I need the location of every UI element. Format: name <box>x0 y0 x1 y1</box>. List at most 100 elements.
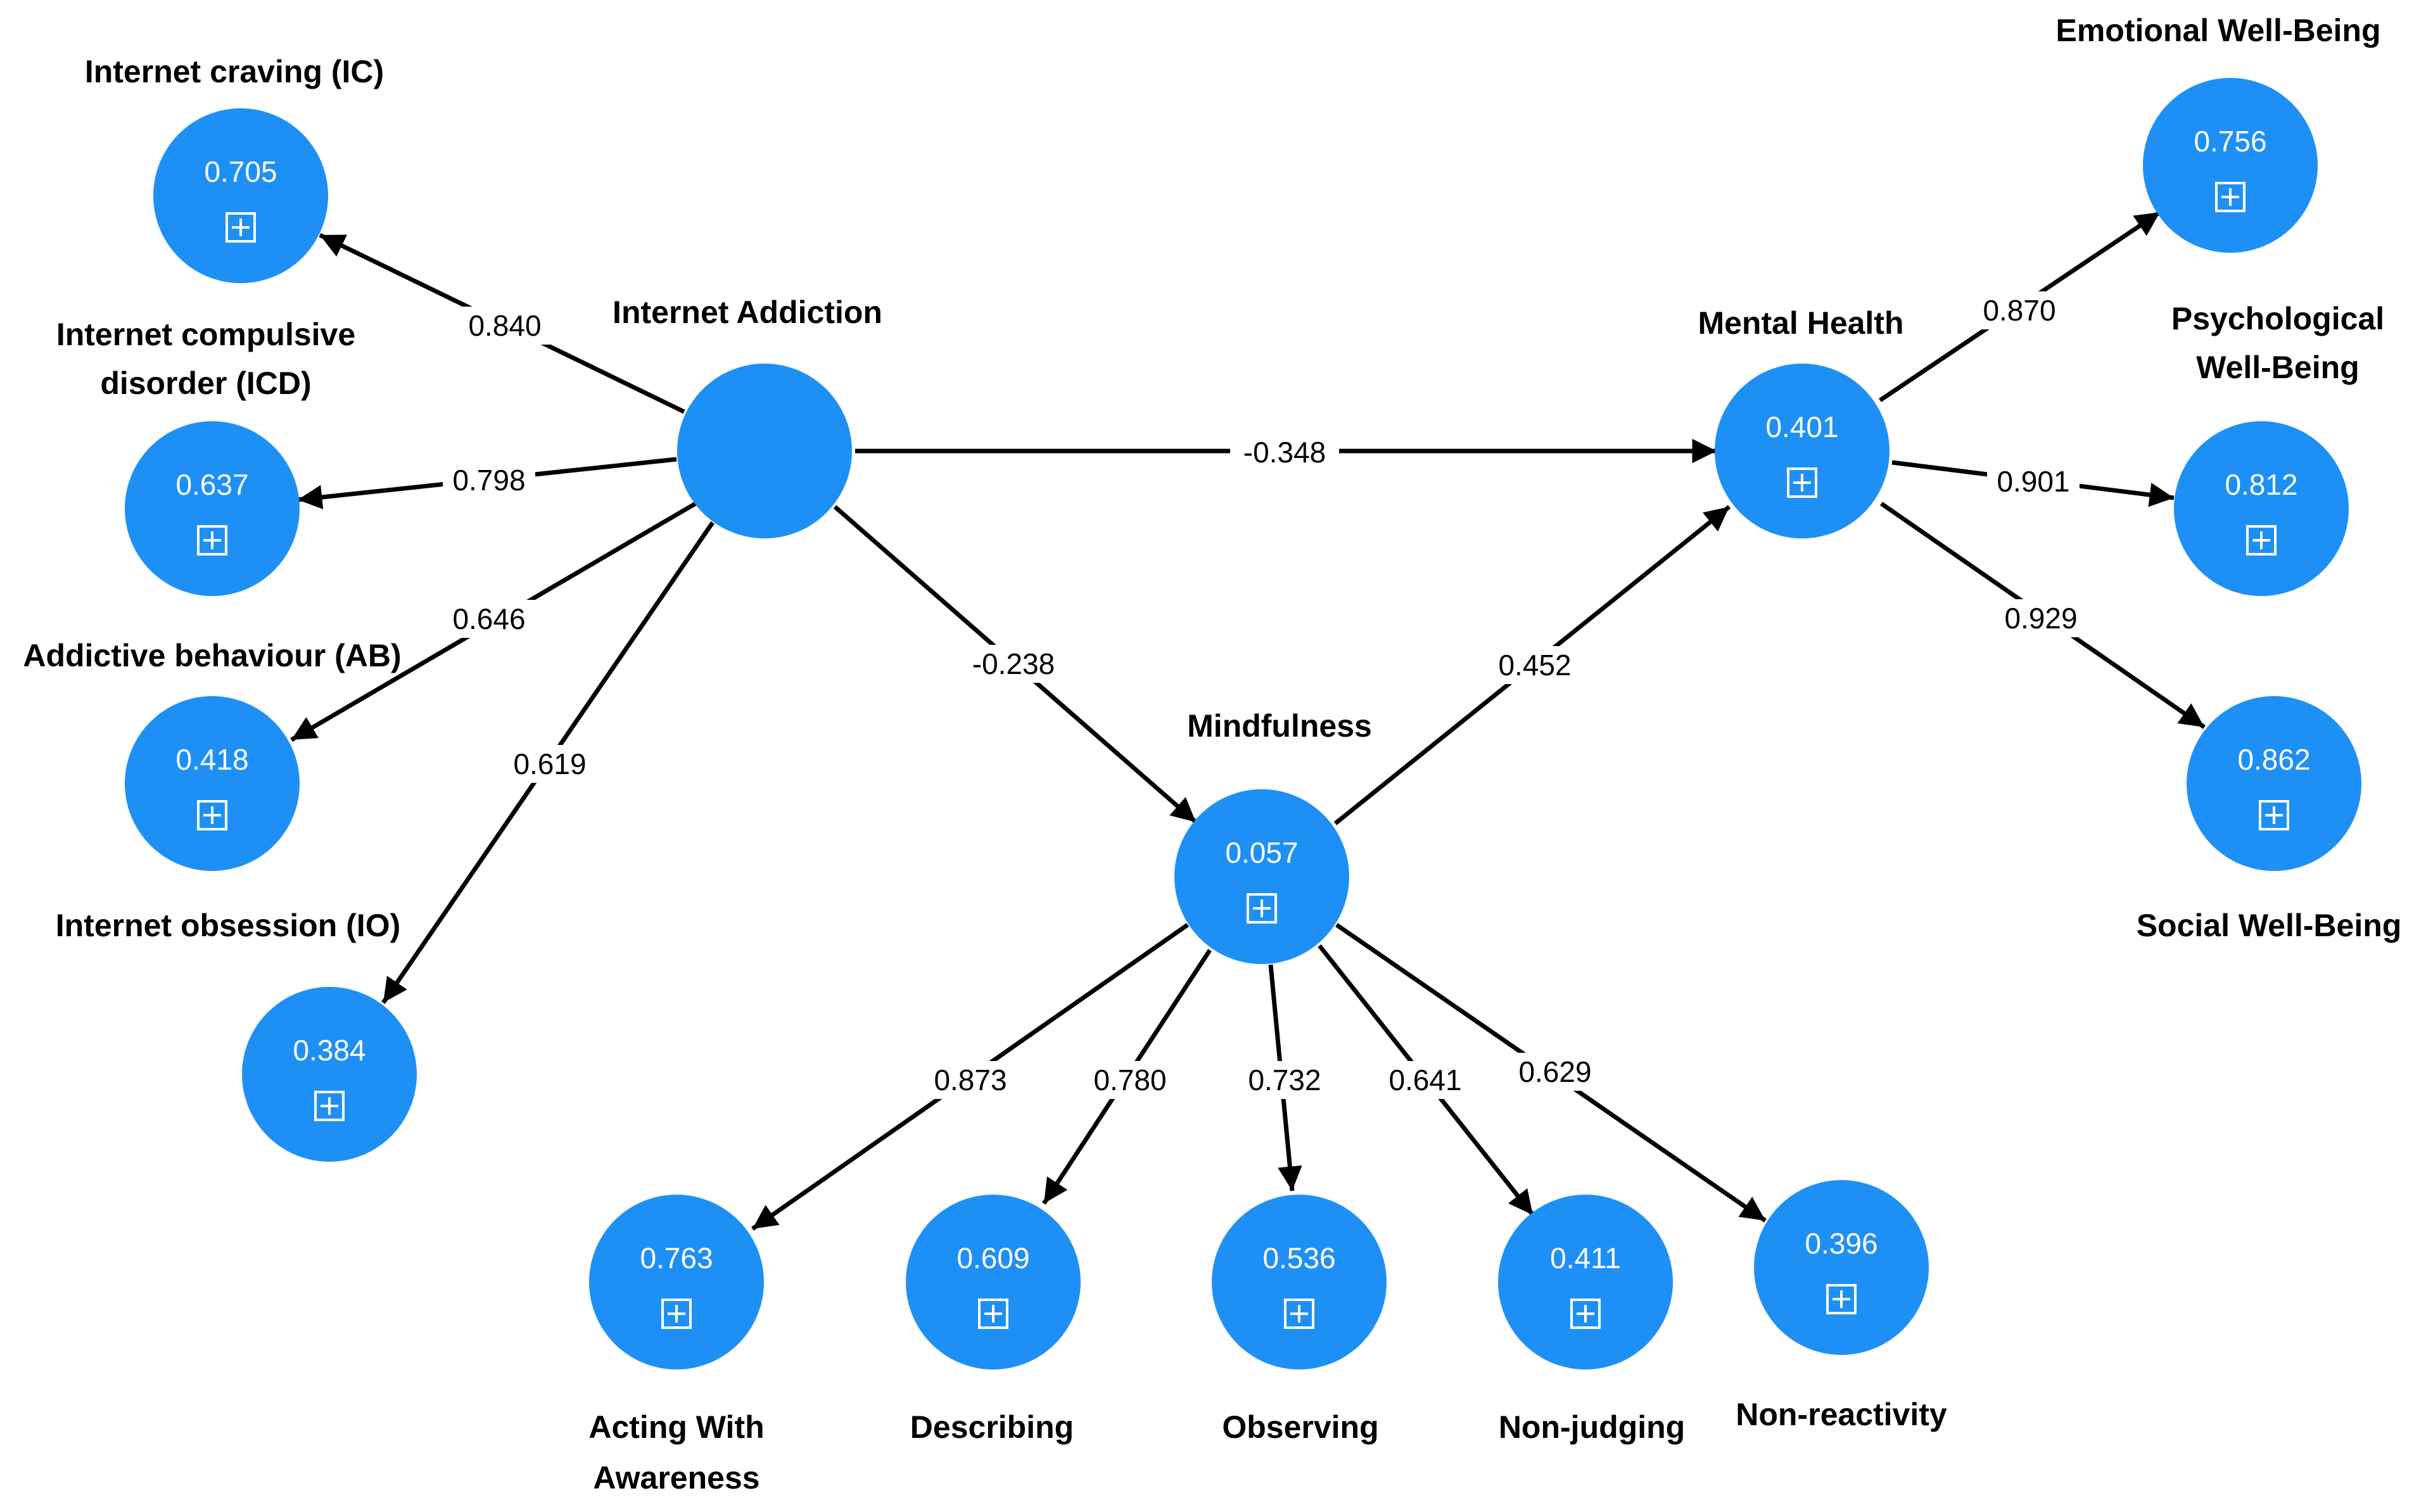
edge-ia-icd: 0.798 <box>297 457 677 510</box>
expand-icon[interactable] <box>197 800 227 830</box>
expand-icon[interactable] <box>1247 893 1277 924</box>
node-circle[interactable] <box>677 364 852 538</box>
edge-label-background <box>1973 291 2066 329</box>
node-circle[interactable] <box>153 108 328 283</box>
node-circle[interactable] <box>2143 78 2318 253</box>
expand-icon[interactable] <box>2246 525 2277 556</box>
node-value: 0.756 <box>2194 125 2266 158</box>
node-title: Non-judging <box>1499 1409 1685 1445</box>
node-circle[interactable] <box>125 696 300 871</box>
node-ewb[interactable]: 0.756 Emotional Well-Being <box>2056 13 2381 253</box>
node-title: Observing <box>1222 1409 1378 1445</box>
edge-label-background <box>1489 646 1581 684</box>
node-circle[interactable] <box>125 421 300 596</box>
node-title: Internet compulsive <box>56 317 355 352</box>
node-title: Internet craving (IC) <box>85 54 384 89</box>
edge-weight-label: 0.641 <box>1388 1064 1461 1096</box>
edge-mh-ewb: 0.870 <box>1879 210 2161 402</box>
expand-icon[interactable] <box>1826 1284 1857 1314</box>
edge-mf-obs: 0.732 <box>1238 964 1331 1191</box>
node-value: 0.763 <box>640 1242 713 1274</box>
node-title: Well-Being <box>2196 350 2359 385</box>
node-circle[interactable] <box>242 987 417 1162</box>
node-circle[interactable] <box>2187 696 2361 871</box>
edge-weight-label: -0.348 <box>1243 436 1326 469</box>
edge-ia-ic: 0.840 <box>319 232 685 414</box>
node-circle[interactable] <box>2174 421 2349 596</box>
expand-icon[interactable] <box>2215 182 2246 212</box>
node-value: 0.812 <box>2225 468 2297 501</box>
node-circle[interactable] <box>1174 789 1349 964</box>
edge-mf-nr: 0.629 <box>1335 923 1767 1223</box>
edge-mf-desc: 0.780 <box>1042 949 1212 1205</box>
edge-weight-label: -0.238 <box>972 647 1055 680</box>
expand-icon[interactable] <box>1570 1299 1601 1329</box>
edge-ia-mh: -0.348 <box>855 433 1717 471</box>
expand-icon[interactable] <box>1787 467 1817 498</box>
expand-icon[interactable] <box>2259 800 2289 830</box>
node-title: Internet obsession (IO) <box>56 908 401 943</box>
edge-mh-swb: 0.929 <box>1880 502 2206 729</box>
node-value: 0.396 <box>1805 1227 1877 1260</box>
node-ia[interactable]: Internet Addiction <box>613 295 882 538</box>
node-title: Internet Addiction <box>613 295 882 330</box>
node-circle[interactable] <box>906 1195 1081 1369</box>
edge-ia-mf: -0.238 <box>833 505 1198 824</box>
node-title: Awareness <box>593 1460 759 1496</box>
node-value: 0.057 <box>1225 836 1298 869</box>
node-circle[interactable] <box>1715 364 1890 538</box>
edge-label-background <box>1084 1061 1176 1099</box>
edge-weight-label: 0.901 <box>1997 465 2069 498</box>
node-circle[interactable] <box>589 1195 764 1369</box>
node-title: Addictive behaviour (AB) <box>23 638 401 673</box>
node-title: Non-reactivity <box>1736 1397 1947 1432</box>
node-value: 0.411 <box>1550 1242 1621 1274</box>
edge-label-background <box>1238 1061 1331 1099</box>
edge-label-background <box>1230 433 1339 471</box>
node-ic[interactable]: 0.705 Internet craving (IC) <box>85 54 384 283</box>
node-title: Mindfulness <box>1187 708 1372 744</box>
edge-label-background <box>924 1061 1017 1099</box>
edge-label-background <box>459 307 551 345</box>
node-title: Emotional Well-Being <box>2056 13 2381 48</box>
edge-label-background <box>504 745 596 783</box>
expand-icon[interactable] <box>978 1299 1008 1329</box>
node-mf[interactable]: 0.057 Mindfulness <box>1174 708 1372 964</box>
node-circle[interactable] <box>1212 1195 1387 1369</box>
edge-label-background <box>1987 462 2080 500</box>
expand-icon[interactable] <box>226 212 256 243</box>
node-value: 0.384 <box>293 1034 365 1067</box>
node-value: 0.862 <box>2237 743 2310 776</box>
expand-icon[interactable] <box>661 1299 692 1329</box>
edge-label-background <box>959 645 1068 683</box>
node-title: disorder (ICD) <box>100 365 311 401</box>
node-io[interactable]: 0.384 Internet obsession (IO) <box>56 908 417 1162</box>
expand-icon[interactable] <box>1284 1299 1314 1329</box>
nodes-layer: Internet Addiction 0.705 Internet craving … <box>23 13 2401 1496</box>
edge-mf-awa: 0.873 <box>751 923 1190 1231</box>
node-circle[interactable] <box>1754 1180 1929 1355</box>
node-title: Social Well-Being <box>2137 908 2402 943</box>
node-value: 0.705 <box>204 155 277 188</box>
edge-weight-label: 0.798 <box>452 464 525 497</box>
edge-mh-pwb: 0.901 <box>1891 460 2175 507</box>
expand-icon[interactable] <box>197 525 227 556</box>
edge-weight-label: 0.840 <box>468 309 541 342</box>
edge-ia-ab: 0.646 <box>290 501 697 742</box>
expand-icon[interactable] <box>314 1091 345 1121</box>
edge-label-background <box>1509 1053 1601 1091</box>
edge-label-background <box>1995 599 2087 637</box>
node-title: Describing <box>910 1409 1074 1445</box>
node-circle[interactable] <box>1498 1195 1673 1369</box>
